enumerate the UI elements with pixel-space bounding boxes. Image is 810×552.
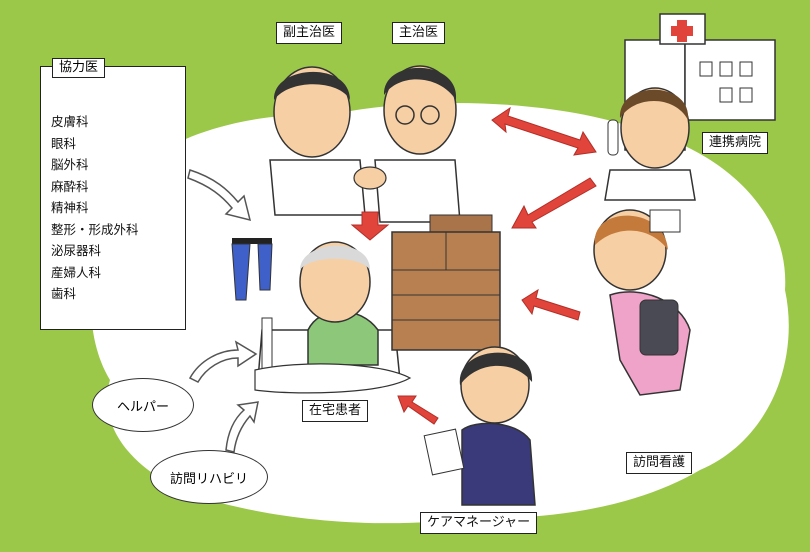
bed-with-patient bbox=[254, 241, 412, 394]
specialty-item: 精神科 bbox=[51, 200, 89, 215]
home-rehab-label: 訪問リハビリ bbox=[169, 471, 248, 487]
arrow-rehab bbox=[225, 401, 259, 453]
specialty-item: 皮膚科 bbox=[51, 114, 89, 129]
specialty-item: 歯科 bbox=[51, 286, 77, 301]
cooperating-doctors-panel: 皮膚科 眼科 脳外科 麻酔科 精神科 整形・形成外科 泌尿器科 産婦人科 歯科 bbox=[40, 66, 186, 330]
hospital-doctor-figure bbox=[604, 87, 696, 201]
specialty-item: 産婦人科 bbox=[51, 264, 102, 280]
nurse-figure bbox=[593, 209, 691, 396]
red-arrows bbox=[350, 106, 597, 425]
cooperating-doctors-title: 協力医 bbox=[52, 58, 106, 78]
specialty-item: 泌尿器科 bbox=[51, 243, 102, 258]
label-visiting-nurse: 訪問看護 bbox=[626, 452, 693, 474]
specialty-item: 眼科 bbox=[51, 135, 77, 151]
arrow-doctors-patient bbox=[350, 211, 390, 241]
window-curtain bbox=[231, 238, 273, 301]
specialty-item: 整形・形成外科 bbox=[51, 221, 139, 237]
arrow-nurse-home bbox=[521, 288, 581, 321]
specialty-list: 皮膚科 眼科 脳外科 麻酔科 精神科 整形・形成外科 泌尿器科 産婦人科 歯科 bbox=[51, 111, 139, 305]
helper-label: ヘルパー bbox=[116, 399, 169, 415]
vice-doctor-figure bbox=[269, 66, 366, 216]
care-manager-figure bbox=[423, 346, 536, 506]
label-care-manager: ケアマネージャー bbox=[420, 512, 538, 534]
specialty-item: 麻酔科 bbox=[51, 178, 89, 194]
label-partner-hospital: 連携病院 bbox=[702, 132, 769, 154]
arrow-helper bbox=[188, 340, 258, 383]
home-rehab-bubble: 訪問リハビリ bbox=[150, 450, 268, 504]
label-vice-doctor: 副主治医 bbox=[276, 22, 343, 44]
arrow-caremanager-home bbox=[397, 395, 439, 425]
grey-arrows bbox=[187, 169, 259, 453]
label-main-doctor: 主治医 bbox=[392, 22, 446, 44]
arrow-cooperating-doctors bbox=[187, 169, 252, 222]
drawer-cabinet bbox=[391, 214, 501, 351]
helper-bubble: ヘルパー bbox=[92, 378, 194, 432]
arrow-doctor-hospital bbox=[491, 106, 597, 156]
handshake bbox=[353, 166, 387, 190]
arrow-hospital-home bbox=[511, 177, 597, 229]
specialty-item: 脳外科 bbox=[51, 157, 89, 172]
label-home-patient: 在宅患者 bbox=[302, 400, 369, 422]
